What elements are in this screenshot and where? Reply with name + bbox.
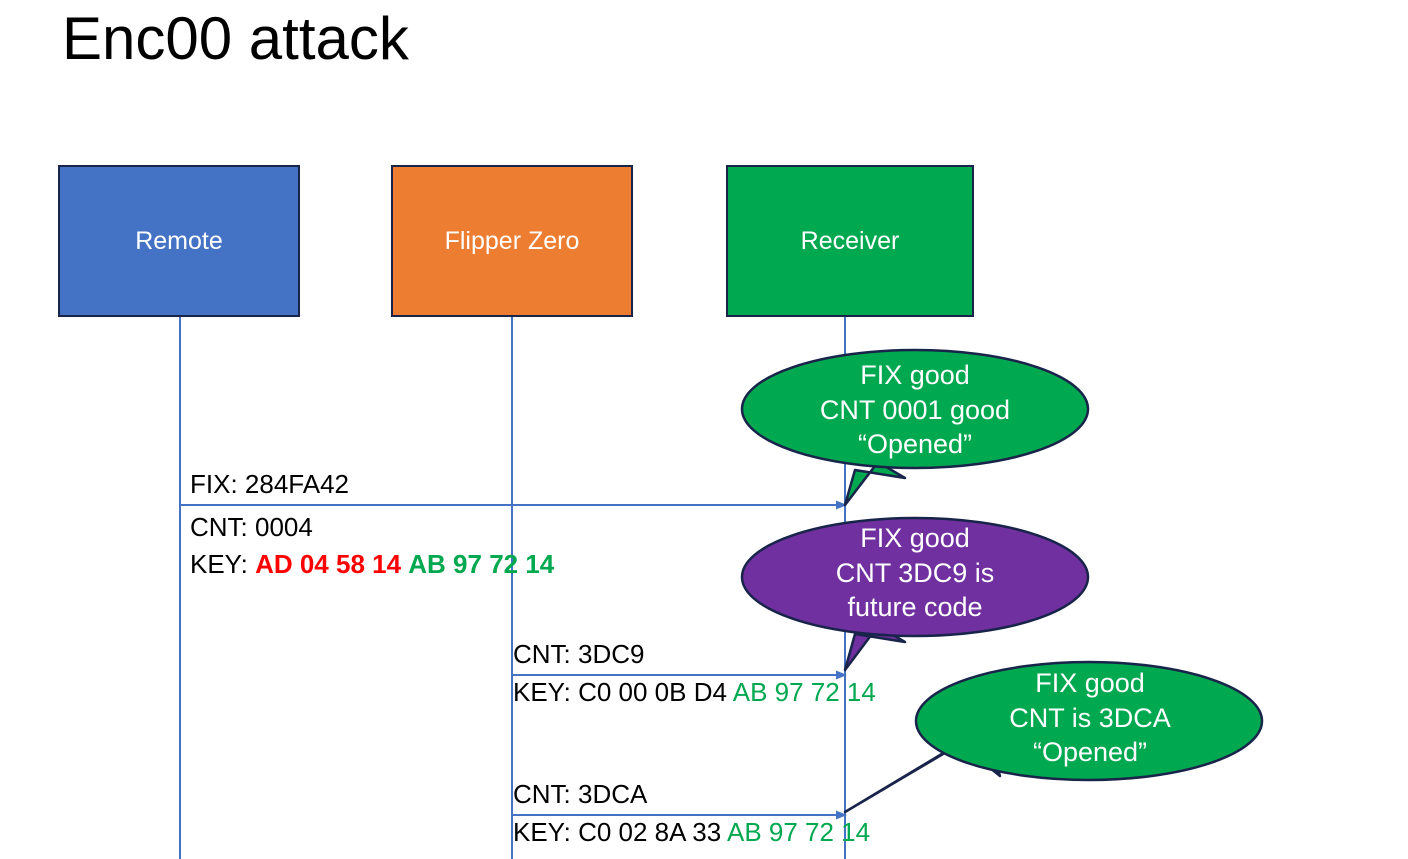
actor-label-flipper-zero: Flipper Zero — [444, 226, 580, 255]
message-2-cnt-label: CNT: 3DC9 — [513, 639, 645, 669]
message-3-cnt-label: CNT: 3DCA — [513, 779, 648, 809]
actor-box-receiver[interactable]: Receiver — [726, 165, 974, 317]
speech-bubble-3 — [843, 660, 1264, 814]
message-2-key-label: KEY: C0 00 0B D4 AB 97 72 14 — [513, 677, 876, 707]
page-title: Enc00 attack — [62, 5, 409, 72]
message-1-fix-label: FIX: 284FA42 — [190, 469, 349, 499]
message-1-key-green: AB 97 72 14 — [408, 549, 555, 579]
speech-bubble-2 — [740, 516, 1090, 672]
message-1-cnt-label: CNT: 0004 — [190, 512, 313, 542]
message-3-key-black: C0 02 8A 33 — [578, 817, 722, 847]
message-3-key-label: KEY: C0 02 8A 33 AB 97 72 14 — [513, 817, 871, 847]
actor-label-receiver: Receiver — [800, 226, 900, 255]
actor-label-remote: Remote — [135, 226, 223, 255]
actor-box-remote[interactable]: Remote — [58, 165, 300, 317]
message-2-key-black: C0 00 0B D4 — [578, 677, 727, 707]
message-3-key-prefix: KEY: — [513, 817, 571, 847]
message-1-key-red: AD 04 58 14 — [255, 549, 402, 579]
speech-bubble-1 — [740, 348, 1090, 507]
message-3-key-green: AB 97 72 14 — [726, 817, 871, 847]
message-1-key-label: KEY: AD 04 58 14 AB 97 72 14 — [190, 549, 555, 579]
message-1-key-prefix: KEY: — [190, 549, 248, 579]
message-2-key-green: AB 97 72 14 — [732, 677, 876, 707]
actor-box-flipper-zero[interactable]: Flipper Zero — [391, 165, 633, 317]
message-2-key-prefix: KEY: — [513, 677, 571, 707]
